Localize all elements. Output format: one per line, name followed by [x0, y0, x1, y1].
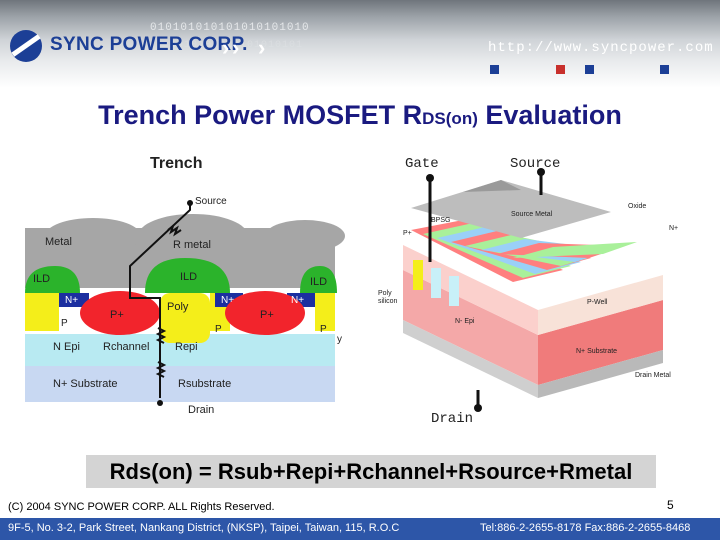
ild-region — [25, 266, 80, 293]
footer-contact: Tel:886-2-2655-8178 Fax:886-2-2655-8468 — [480, 522, 691, 534]
label-silicon: silicon — [378, 298, 398, 305]
label-repi: Repi — [175, 341, 198, 353]
label-p-plus: P+ — [403, 230, 412, 237]
label-gate: Gate — [405, 156, 439, 172]
copyright-text: (C) 2004 SYNC POWER CORP. ALL Rights Res… — [8, 501, 275, 513]
label-p: P — [215, 324, 222, 335]
label-trench: Trench — [150, 155, 202, 172]
label-y: y — [337, 334, 342, 345]
label-oxide: Oxide — [628, 203, 646, 210]
binary-pattern-2: 1010101010101010101 — [170, 40, 304, 51]
drain-metal-layer — [538, 350, 663, 398]
label-n-plus: N+ — [221, 295, 234, 306]
decor-square — [660, 65, 669, 74]
chevron-right-icon: › — [258, 35, 266, 60]
label-rchannel: Rchannel — [103, 341, 149, 353]
label-n-plus-substrate: N+ Substrate — [53, 378, 118, 390]
trench-cross-section-diagram: Trench Source Metal R metal ILD ILD ILD … — [25, 148, 350, 425]
chevron-right-icon: › — [222, 35, 230, 60]
header-banner: 010101010101010101010 101010101010101010… — [0, 0, 720, 88]
label-n-plus: N+ — [669, 225, 678, 232]
label-poly: Poly — [167, 301, 189, 313]
label-drain: Drain — [431, 411, 473, 426]
label-p-well: P-Well — [587, 299, 608, 306]
decor-square — [585, 65, 594, 74]
label-n-plus-substrate: N+ Substrate — [576, 348, 617, 355]
chevron-right-icon: › — [232, 35, 240, 60]
footer-address: 9F-5, No. 3-2, Park Street, Nankang Dist… — [8, 522, 400, 534]
n-plus-region — [59, 293, 89, 307]
decor-square — [556, 65, 565, 74]
slide-title: Trench Power MOSFET RDS(on) Evaluation — [0, 100, 720, 131]
label-ild: ILD — [33, 273, 50, 285]
label-source: Source — [195, 196, 227, 207]
label-p-plus: P+ — [260, 309, 274, 321]
label-n-plus: N+ — [291, 295, 304, 306]
label-source-metal: Source Metal — [511, 211, 553, 218]
label-p: P — [320, 324, 327, 335]
poly-trench — [160, 293, 210, 343]
label-rsubstrate: Rsubstrate — [178, 378, 231, 390]
label-metal: Metal — [45, 236, 72, 248]
label-bpsg: BPSG — [431, 217, 450, 224]
p-plus-region — [80, 291, 160, 335]
label-r-metal: R metal — [173, 239, 211, 251]
formula-box — [86, 455, 656, 488]
mosfet-3d-structure-diagram: Gate Source BPSG Source Metal Oxide P+ N… — [373, 150, 696, 426]
label-drain: Drain — [188, 404, 214, 416]
label-source: Source — [510, 156, 560, 172]
label-drain-metal: Drain Metal — [635, 372, 671, 379]
label-n-plus: N+ — [65, 295, 78, 306]
decor-square — [490, 65, 499, 74]
binary-pattern: 010101010101010101010 — [150, 22, 310, 34]
title-main: Trench Power MOSFET R — [98, 100, 423, 130]
ild-region — [300, 266, 337, 293]
n-plus-substrate-region — [25, 366, 335, 402]
title-tail: Evaluation — [477, 100, 622, 130]
ild-region — [145, 258, 230, 293]
label-n-epi: N Epi — [53, 341, 80, 353]
source-metal — [411, 180, 611, 238]
label-p-plus: P+ — [110, 309, 124, 321]
label-ild: ILD — [310, 276, 327, 288]
label-poly: Poly — [378, 290, 392, 297]
p-plus-region — [225, 291, 305, 335]
rds-formula: Rds(on) = Rsub+Repi+Rchannel+Rsource+Rme… — [109, 459, 633, 484]
label-ild: ILD — [180, 271, 197, 283]
page-number: 5 — [667, 498, 674, 512]
title-subscript: DS(on) — [422, 109, 478, 128]
label-p: P — [61, 318, 68, 329]
footer-bar: 9F-5, No. 3-2, Park Street, Nankang Dist… — [0, 518, 720, 540]
label-n-epi: N- Epi — [455, 318, 475, 325]
company-name: SYNC POWER CORP. — [50, 34, 248, 55]
website-url: http://www.syncpower.com — [488, 40, 714, 56]
